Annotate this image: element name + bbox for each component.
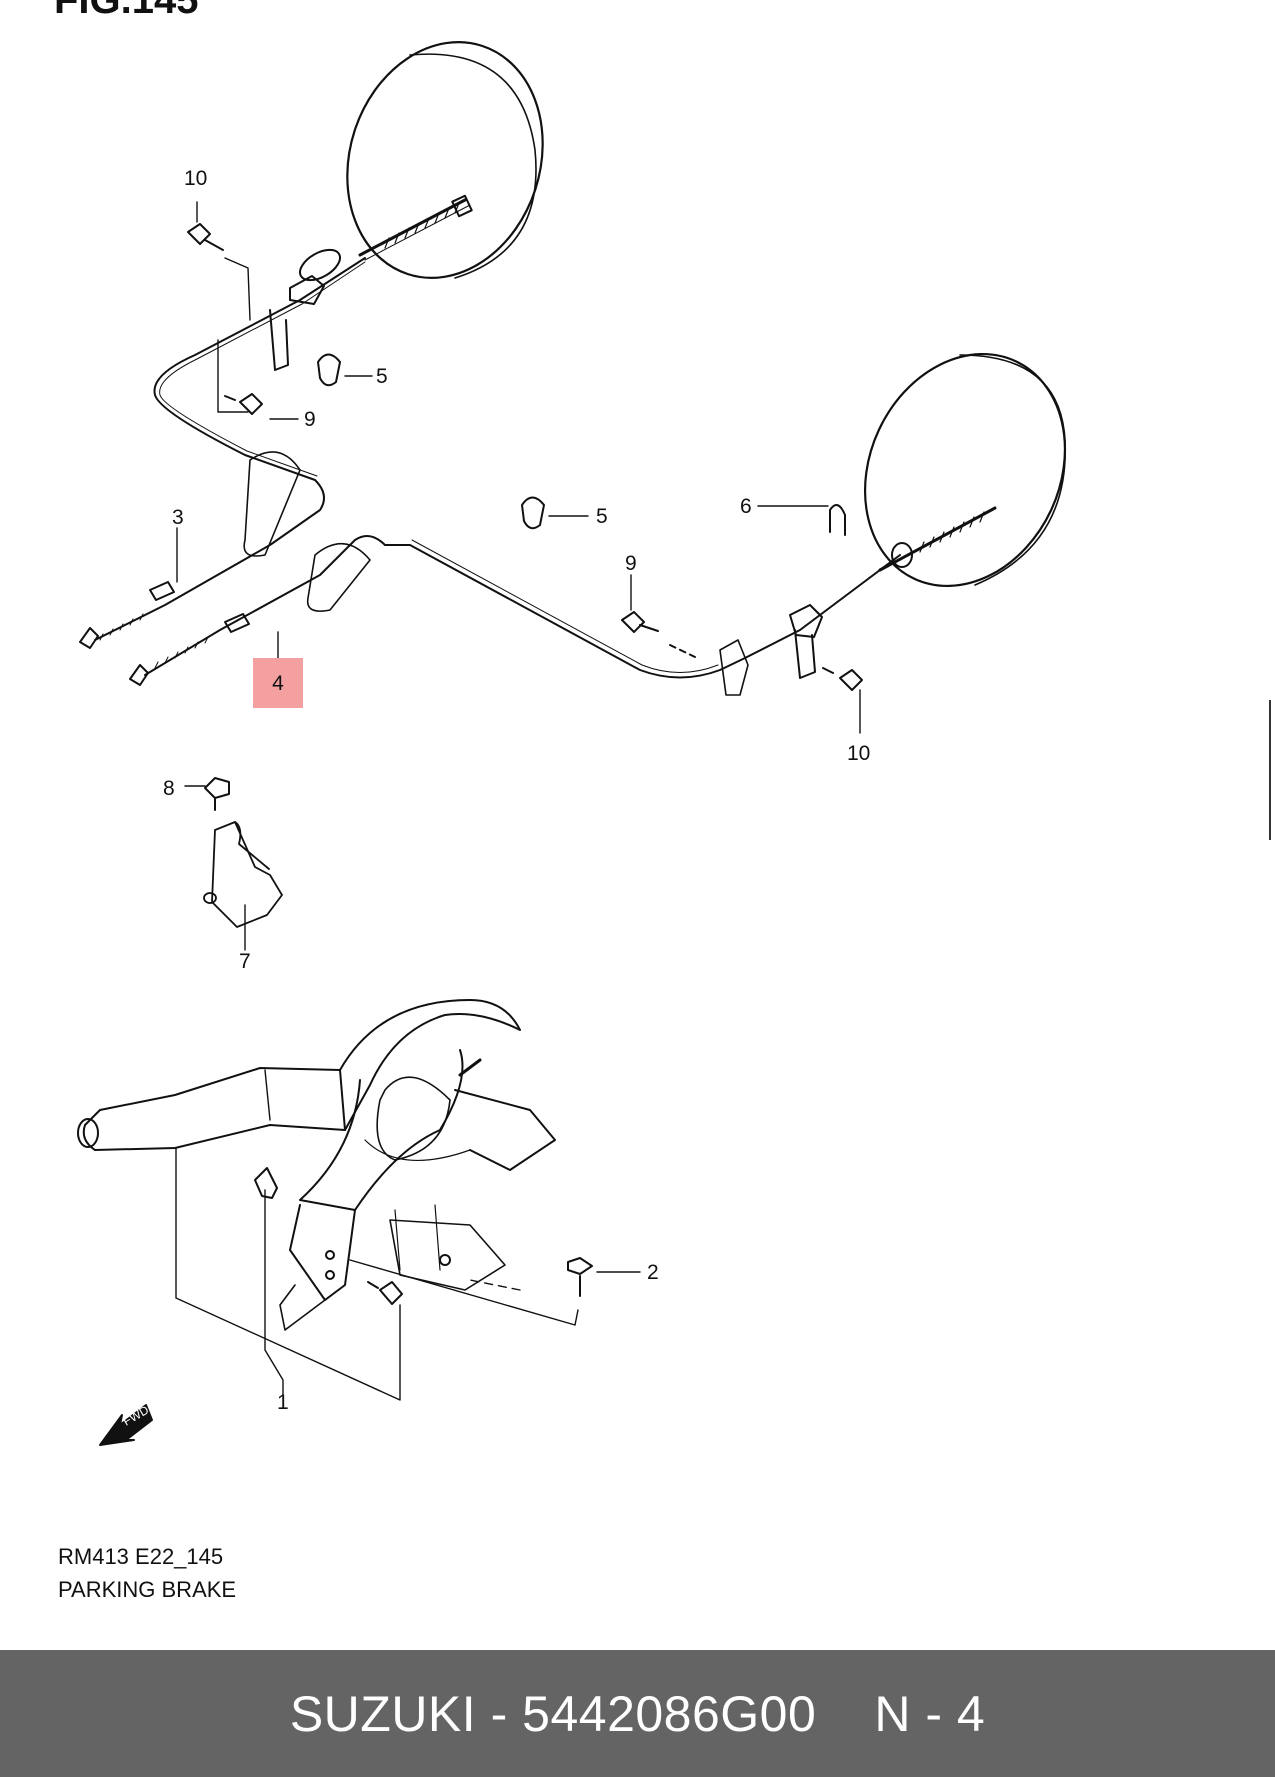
callout-6[interactable]: 6 xyxy=(740,495,752,518)
callout-2[interactable]: 2 xyxy=(647,1261,659,1284)
callout-4-highlighted[interactable]: 4 xyxy=(253,658,303,708)
parking-brake-lever xyxy=(77,999,556,1331)
callout-10-lower[interactable]: 10 xyxy=(847,742,871,765)
bolt-9-upper xyxy=(224,393,263,415)
clip-6 xyxy=(829,504,846,536)
figure-name: PARKING BRAKE xyxy=(58,1577,237,1602)
callout-10-upper[interactable]: 10 xyxy=(184,167,208,190)
forward-arrow-icon: FWD xyxy=(99,1403,153,1446)
callout-3[interactable]: 3 xyxy=(172,506,184,529)
clip-5-upper xyxy=(317,353,341,387)
brake-drum-upper xyxy=(346,41,544,279)
footer-brand: SUZUKI xyxy=(289,1685,477,1742)
callout-1[interactable]: 1 xyxy=(277,1391,289,1414)
bolt-10-upper xyxy=(187,223,224,251)
bolt-10-lower xyxy=(822,667,863,691)
figure-title: FIG.145 xyxy=(54,0,199,22)
callout-9-upper[interactable]: 9 xyxy=(304,408,316,431)
bolt-2 xyxy=(567,1257,593,1297)
rear-cable-right xyxy=(79,248,366,649)
parts-diagram: FIG.145 xyxy=(54,0,1275,1602)
footer-separator: - xyxy=(490,1685,508,1742)
callout-5-upper[interactable]: 5 xyxy=(376,365,388,388)
footer-part-number: 5442086G00 xyxy=(522,1685,817,1742)
bolt-1 xyxy=(367,1281,403,1305)
footer-position-label: N - 4 xyxy=(874,1685,986,1742)
bolt-9-lower xyxy=(621,611,696,658)
leader-lines xyxy=(175,201,861,1401)
callout-7[interactable]: 7 xyxy=(239,950,251,973)
bracket-7 xyxy=(203,821,283,928)
footer-bar: SUZUKI - 5442086G00 N - 4 xyxy=(0,1650,1275,1777)
figure-code: RM413 E22_145 xyxy=(58,1544,224,1569)
exploded-view-drawing: FWD xyxy=(77,41,1067,1446)
page-edge-mark xyxy=(1269,700,1275,840)
rear-cable-left xyxy=(129,535,901,696)
clip-5-lower xyxy=(521,496,545,530)
brake-drum-lower xyxy=(863,352,1067,588)
callout-8[interactable]: 8 xyxy=(163,777,175,800)
bolt-8 xyxy=(204,777,230,811)
callout-9-lower[interactable]: 9 xyxy=(625,552,637,575)
callout-5-lower[interactable]: 5 xyxy=(596,505,608,528)
